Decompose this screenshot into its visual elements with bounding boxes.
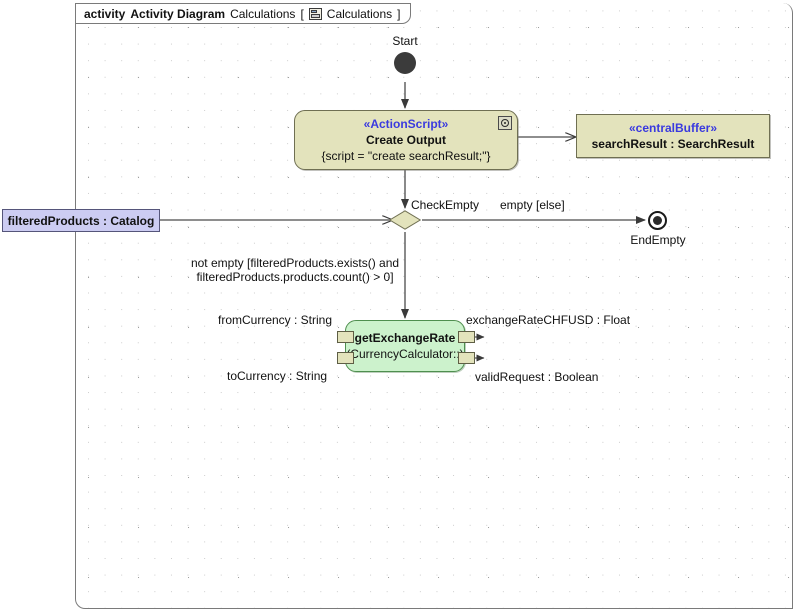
final-node-end-empty[interactable]	[648, 211, 667, 230]
guard-empty-else: empty [else]	[500, 198, 565, 212]
output-pin-valid-request[interactable]	[458, 352, 475, 364]
filtered-products-name: filteredProducts : Catalog	[7, 213, 155, 228]
script-icon[interactable]	[498, 116, 512, 130]
pin-label-valid-request: validRequest : Boolean	[475, 370, 599, 384]
activity-frame	[75, 3, 793, 609]
input-pin-to-currency[interactable]	[337, 352, 354, 364]
guard-not-empty-line2: filteredProducts.products.count() > 0]	[196, 270, 394, 284]
start-label: Start	[392, 34, 418, 48]
central-buffer-stereotype: «centralBuffer»	[628, 121, 718, 135]
object-node-filtered-products[interactable]: filteredProducts : Catalog	[2, 209, 160, 232]
frame-diagram-name: Calculations	[230, 6, 296, 21]
frame-keyword: activity	[84, 6, 126, 21]
input-pin-from-currency[interactable]	[337, 331, 354, 343]
action-node-create-output[interactable]: «ActionScript» Create Output {script = "…	[294, 110, 518, 170]
decision-node-check-empty[interactable]	[389, 210, 421, 230]
object-node-central-buffer[interactable]: «centralBuffer» searchResult : SearchRes…	[576, 114, 770, 158]
call-behavior-node-get-exchange-rate[interactable]: getExchangeRate (CurrencyCalculator::)	[345, 320, 465, 372]
central-buffer-name: searchResult : SearchResult	[591, 137, 755, 151]
guard-not-empty-line1: not empty [filteredProducts.exists() and	[190, 256, 400, 270]
create-output-body: {script = "create searchResult;"}	[321, 149, 491, 163]
create-output-name: Create Output	[365, 133, 446, 147]
get-exchange-rate-name: getExchangeRate	[354, 331, 456, 345]
decision-label: CheckEmpty	[411, 198, 480, 212]
output-pin-exchange-rate[interactable]	[458, 331, 475, 343]
pin-label-from-currency: fromCurrency : String	[218, 313, 333, 327]
end-empty-label: EndEmpty	[630, 233, 686, 247]
frame-bracket-close: ]	[397, 6, 401, 21]
pin-label-exchange-rate: exchangeRateCHFUSD : Float	[466, 313, 631, 327]
initial-node-start[interactable]	[394, 52, 416, 74]
frame-type-label: Activity Diagram	[130, 6, 226, 21]
create-output-stereotype: «ActionScript»	[363, 117, 449, 131]
frame-context-name: Calculations	[326, 6, 393, 21]
frame-bracket-open: [	[300, 6, 304, 21]
grid-background	[76, 3, 792, 608]
frame-header-tab: activity Activity Diagram Calculations […	[75, 3, 411, 24]
pin-label-to-currency: toCurrency : String	[227, 369, 328, 383]
get-exchange-rate-body: (CurrencyCalculator::)	[346, 347, 464, 361]
package-icon	[308, 7, 322, 20]
